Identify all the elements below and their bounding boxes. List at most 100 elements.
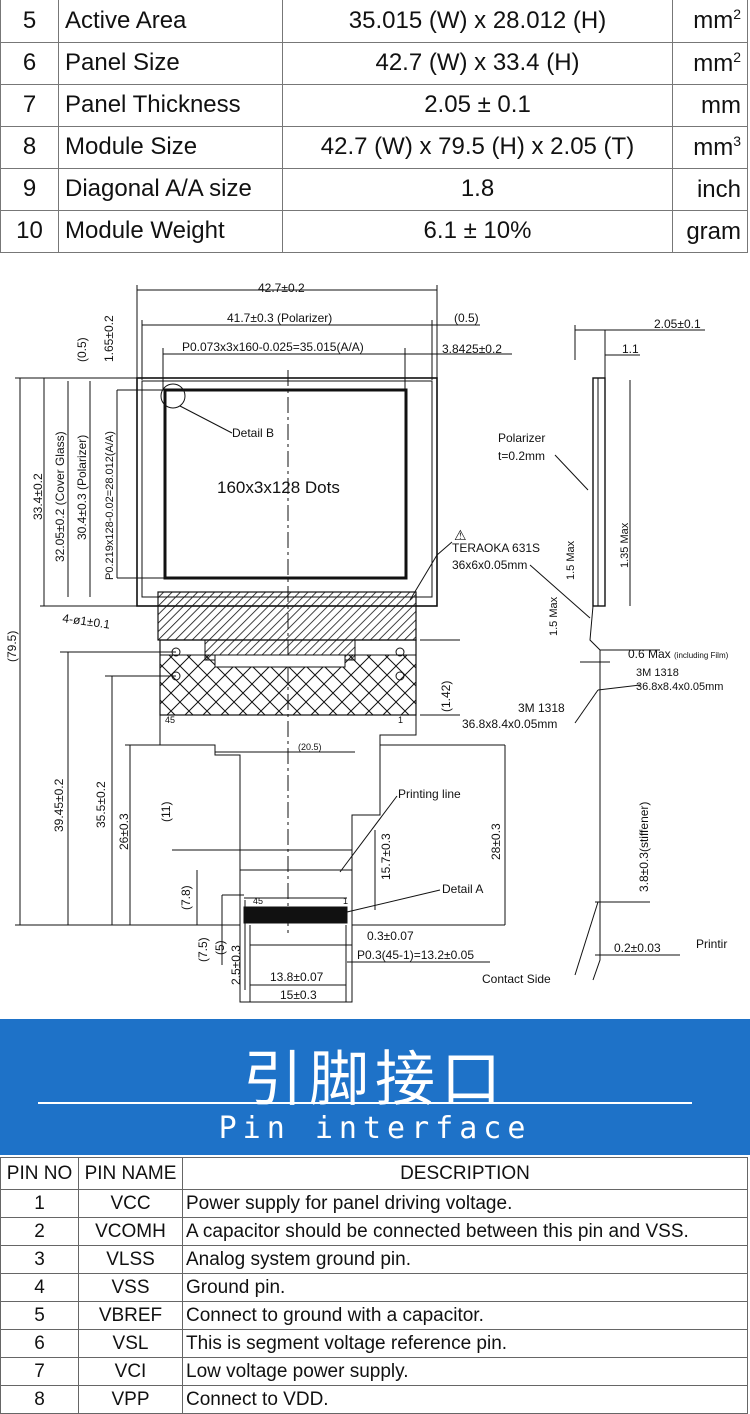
spec-item: Active Area [58,0,283,43]
dim-pitch: P0.073x3x160-0.025=35.015(A/A) [182,340,364,354]
banner-divider [38,1102,692,1104]
dim-02: 0.2±0.03 [614,941,661,955]
max-06: 0.6 Max (including Film) [628,647,729,661]
spec-value: 6.1 ± 10% [282,209,673,253]
pin-no: 7 [0,1357,79,1386]
tape-right-label: 3M 1318 [636,667,679,679]
teraoka-label: TERAOKA 631S [452,541,540,555]
spec-value: 42.7 (W) x 33.4 (H) [282,41,673,85]
teraoka-size: 36x6x0.05mm [452,558,527,572]
dim-offset: 3.8425±0.2 [442,342,502,356]
spec-value: 35.015 (W) x 28.012 (H) [282,0,673,43]
spec-no: 6 [0,41,59,85]
pin-no: 1 [0,1189,79,1218]
spec-table: 5 Active Area 35.015 (W) x 28.012 (H) mm… [0,0,748,253]
spec-unit: mm3 [672,125,748,169]
pin-no: 3 [0,1245,79,1274]
spec-value: 2.05 ± 0.1 [282,83,673,127]
pin-name: VPP [78,1385,183,1414]
tape-right-size: 36.8x8.4x0.05mm [636,681,723,693]
pin-desc: Analog system ground pin. [182,1245,748,1274]
warning-icon: ⚠ [454,527,467,543]
pin-name: VCI [78,1357,183,1386]
pin-desc: A capacitor should be connected between … [182,1217,748,1246]
dim-v-3945: 39.45±0.2 [52,778,66,832]
dim-v-pitch: P0.219x128-0.02=28.012(A/A) [104,431,116,580]
dim-v-304: 30.4±0.3 (Polarizer) [75,435,89,540]
polarizer-thickness: t=0.2mm [498,449,545,463]
spec-row: 5 Active Area 35.015 (W) x 28.012 (H) mm… [0,0,748,43]
pin-name: VLSS [78,1245,183,1274]
spec-item: Diagonal A/A size [58,167,283,211]
pin-no: 5 [0,1301,79,1330]
dim-v-25: 2.5±0.3 [229,945,243,985]
dim-v-05: (0.5) [75,337,89,362]
pin-1-bottom: 1 [343,896,348,906]
dim-v-142: (1.42) [439,681,453,712]
dim-05: (0.5) [454,311,479,325]
dim-v-334: 33.4±0.2 [31,473,45,520]
mechanical-drawing: 42.7±0.2 41.7±0.3 (Polarizer) (0.5) P0.0… [5,281,729,1003]
pin-desc: Connect to ground with a capacitor. [182,1301,748,1330]
pin-no: 6 [0,1329,79,1358]
pin-no: 4 [0,1273,79,1302]
spec-item: Module Size [58,125,283,169]
dim-03: 0.3±0.07 [367,929,414,943]
pin-name: VCC [78,1189,183,1218]
holes-label: 4-ø1±0.1 [62,611,112,632]
spec-row: 9 Diagonal A/A size 1.8 inch [0,167,748,211]
header-pin-name: PIN NAME [78,1157,183,1190]
banner-title-cn: 引脚接口 [243,1045,507,1115]
dim-v-15a: 1.5 Max [565,540,577,580]
detail-b-label: Detail B [232,426,274,440]
spec-no: 10 [0,209,59,253]
dim-v-3205: 32.05±0.2 (Cover Glass) [53,431,67,562]
dim-polarizer: 41.7±0.3 (Polarizer) [227,311,332,325]
pin-name: VSL [78,1329,183,1358]
pin-table-header: PIN NO PIN NAME DESCRIPTION [0,1157,748,1190]
spec-row: 8 Module Size 42.7 (W) x 79.5 (H) x 2.05… [0,125,748,169]
spec-unit: inch [672,167,748,211]
dim-205: (20.5) [298,742,322,752]
spec-no: 9 [0,167,59,211]
spec-row: 10 Module Weight 6.1 ± 10% gram [0,209,748,253]
detail-a-label: Detail A [442,882,483,896]
dim-v-38: 3.8±0.3(stiffener) [637,802,651,892]
dim-v-135: 1.35 Max [619,522,631,568]
pin-name: VBREF [78,1301,183,1330]
pin-no: 8 [0,1385,79,1414]
spec-row: 7 Panel Thickness 2.05 ± 0.1 mm [0,83,748,127]
spec-no: 5 [0,0,59,43]
pin-no: 2 [0,1217,79,1246]
spec-no: 8 [0,125,59,169]
dim-v-157: 15.7±0.3 [379,833,393,880]
spec-unit: mm [672,83,748,127]
pin-45-top: 45 [165,715,175,725]
dim-v-15b: 1.5 Max [548,596,560,636]
spec-value: 42.7 (W) x 79.5 (H) x 2.05 (T) [282,125,673,169]
pin-desc: Ground pin. [182,1273,748,1302]
dim-thick: 2.05±0.1 [654,317,701,331]
pin-desc: This is segment voltage reference pin. [182,1329,748,1358]
dim-v-28: 28±0.3 [489,823,503,860]
printing-line-label: Printing line [398,787,461,801]
dim-p03: P0.3(45-1)=13.2±0.05 [357,948,474,962]
tape-label: 3M 1318 [518,701,565,715]
pin-desc: Low voltage power supply. [182,1357,748,1386]
pin-desc: Connect to VDD. [182,1385,748,1414]
dim-v-355: 35.5±0.2 [94,781,108,828]
spec-item: Panel Thickness [58,83,283,127]
spec-row: 6 Panel Size 42.7 (W) x 33.4 (H) mm2 [0,41,748,85]
dim-11: 1.1 [622,342,639,356]
polarizer-label: Polarizer [498,431,545,445]
printir-label: Printir [696,937,727,951]
header-pin-no: PIN NO [0,1157,79,1190]
spec-item: Panel Size [58,41,283,85]
pin-45-bottom: 45 [253,896,263,906]
